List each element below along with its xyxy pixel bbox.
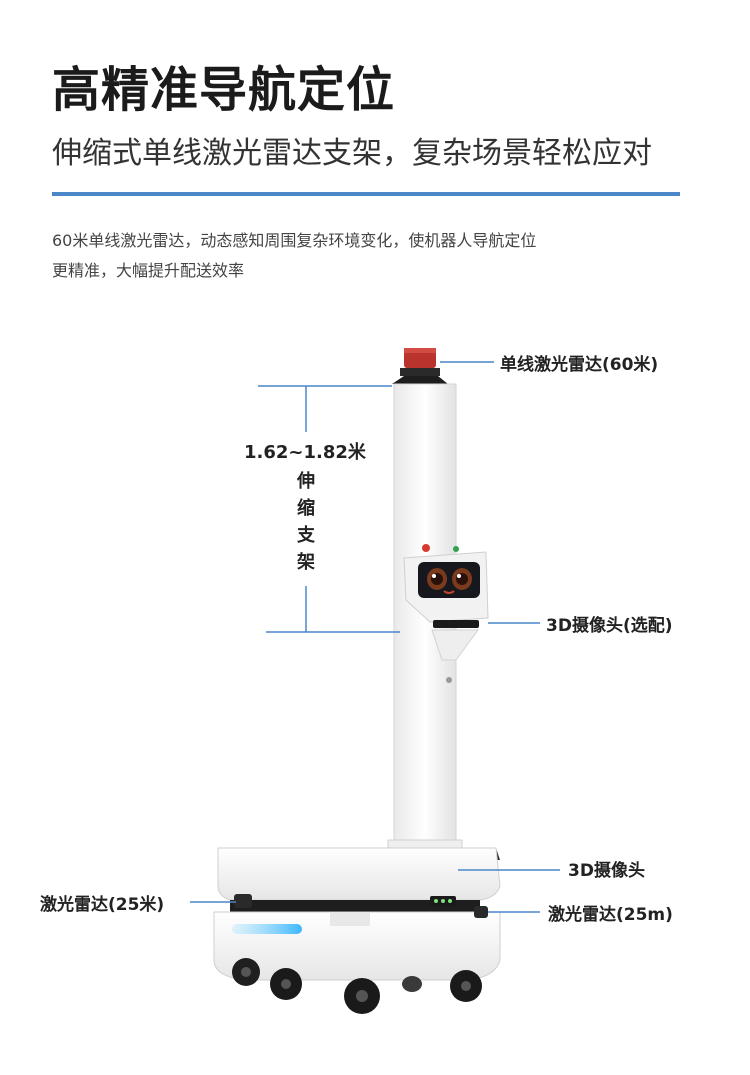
page-title: 高精准导航定位 — [52, 62, 396, 118]
description: 60米单线激光雷达，动态感知周围复杂环境变化，使机器人导航定位 更精准，大幅提升… — [52, 226, 692, 286]
height-range-label: 1.62~1.82米 — [244, 442, 366, 463]
robot-drawing — [190, 348, 560, 1014]
callout-top-lidar: 单线激光雷达(60米) — [500, 355, 659, 375]
top-lidar — [392, 348, 448, 384]
vertical-char: 支 — [297, 525, 315, 546]
vertical-char: 缩 — [297, 498, 315, 519]
robot-base — [213, 847, 501, 1014]
callout-3d-camera-optional: 3D摄像头(选配) — [546, 616, 673, 636]
head-display — [403, 544, 489, 683]
callout-lidar-right: 激光雷达(25m) — [548, 905, 673, 925]
vertical-char: 架 — [297, 552, 315, 573]
callout-3d-camera: 3D摄像头 — [568, 861, 645, 881]
description-line-1: 60米单线激光雷达，动态感知周围复杂环境变化，使机器人导航定位 — [52, 231, 537, 250]
product-illustration: 单线激光雷达(60米) 3D摄像头(选配) 3D摄像头 激光雷达(25米) 激光… — [0, 300, 750, 1075]
callout-lidar-left: 激光雷达(25米) — [40, 895, 165, 915]
telescopic-bracket-label: 伸 缩 支 架 — [295, 468, 317, 576]
page-subtitle: 伸缩式单线激光雷达支架，复杂场景轻松应对 — [52, 136, 652, 171]
vertical-char: 伸 — [297, 471, 315, 492]
section-divider — [52, 192, 680, 196]
description-line-2: 更精准，大幅提升配送效率 — [52, 261, 245, 280]
